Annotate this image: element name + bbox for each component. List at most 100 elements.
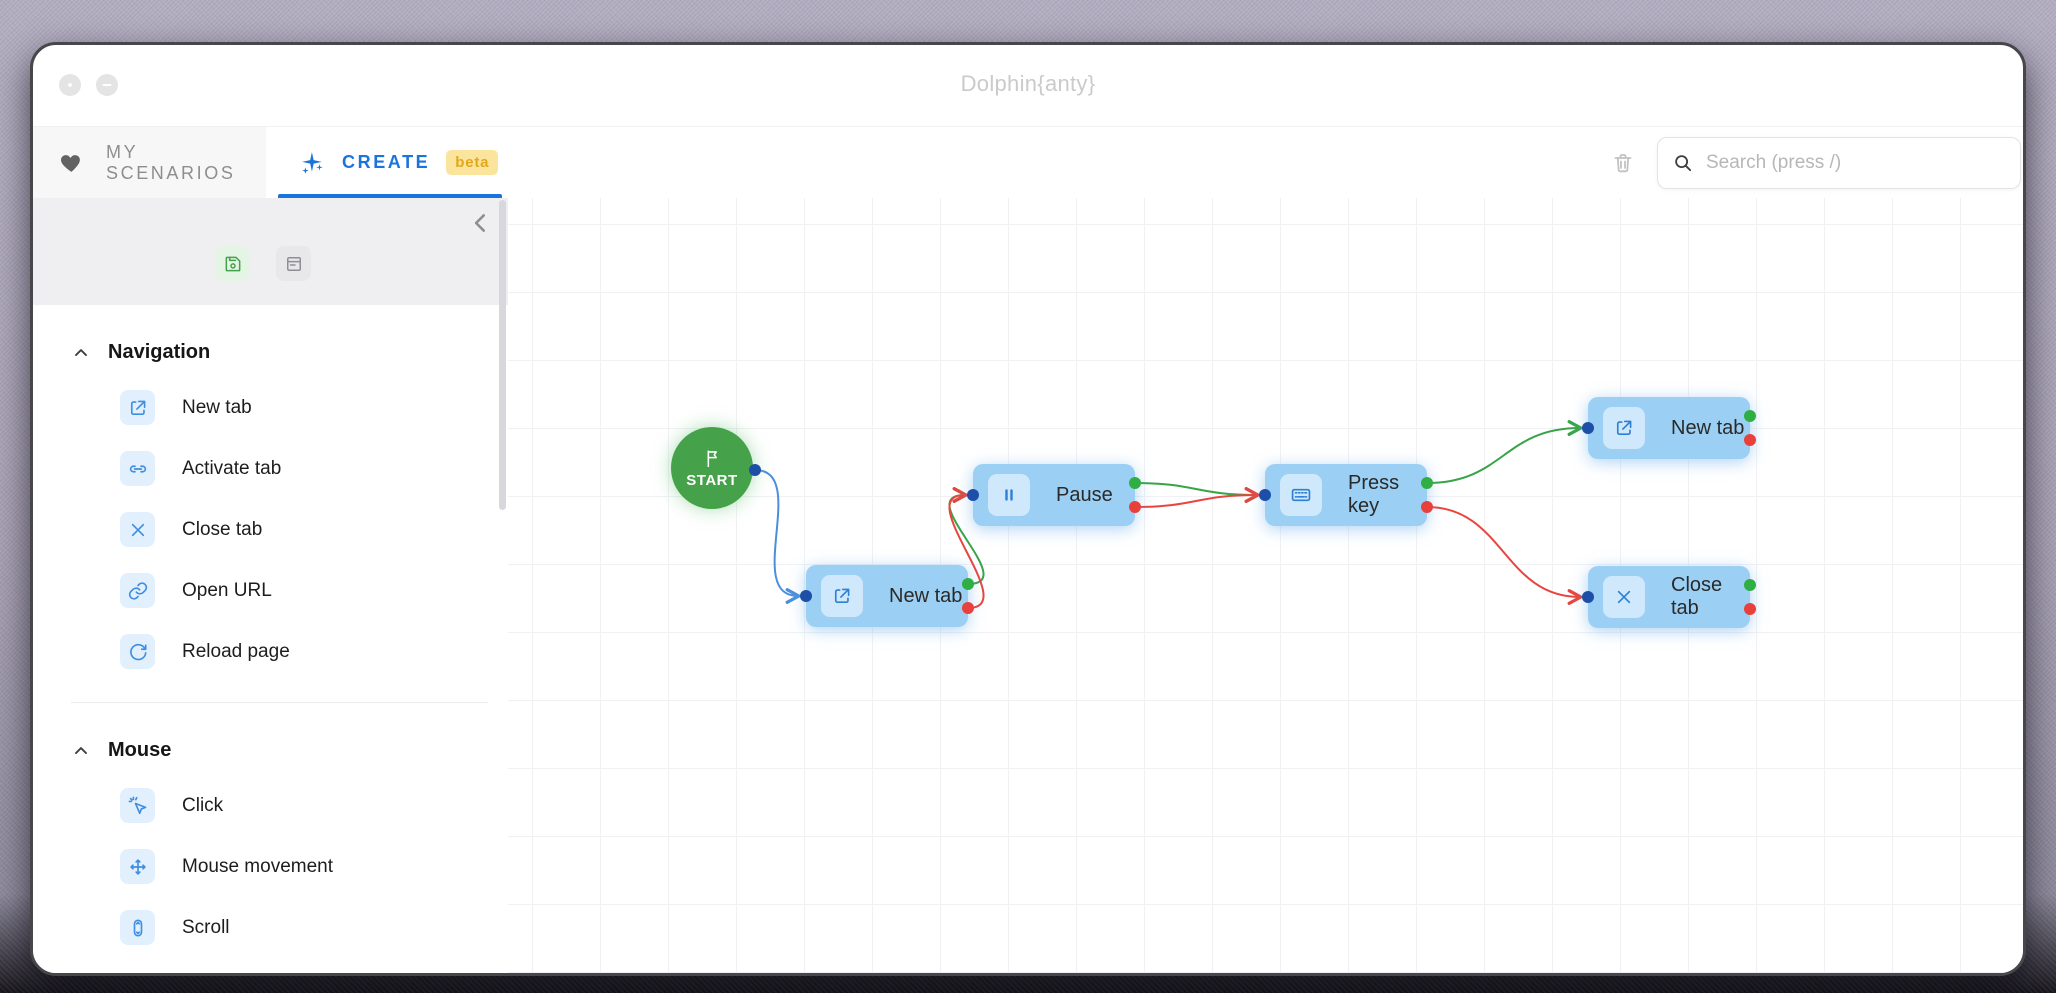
sidebar-sections: Navigation New tab Activate tab Close ta… [33, 305, 508, 958]
search-icon [1672, 152, 1694, 174]
header-row: MY SCENARIOS CREATE beta [33, 127, 2023, 198]
flow-node-new-tab-2[interactable]: New tab [1582, 397, 1756, 459]
search-input[interactable] [1706, 151, 2006, 174]
sidebar-item-scroll[interactable]: Scroll [33, 897, 508, 958]
success-port[interactable] [1744, 579, 1756, 591]
click-icon [120, 788, 155, 823]
sidebar-section: Navigation New tab Activate tab Close ta… [33, 305, 508, 703]
window-controls [59, 74, 118, 96]
flow-edges [754, 420, 1583, 609]
sidebar-item-label: Activate tab [182, 457, 282, 479]
window-close-icon [63, 78, 77, 92]
window-minimize-button[interactable] [96, 74, 118, 96]
tab-create[interactable]: CREATE beta [266, 127, 504, 198]
new-tab-icon [120, 390, 155, 425]
notes-icon [284, 254, 304, 274]
actions-sidebar: Navigation New tab Activate tab Close ta… [33, 198, 508, 973]
new-tab-icon [1603, 407, 1645, 449]
tab-label: CREATE [342, 152, 431, 172]
flow-node-pause[interactable]: Pause [967, 464, 1141, 526]
error-port[interactable] [1129, 501, 1141, 513]
header-actions [1611, 127, 2021, 198]
window-minimize-icon [100, 78, 114, 92]
sidebar-item-label: Reload page [182, 640, 290, 662]
node-label: New tab [1671, 416, 1745, 439]
main-area: Navigation New tab Activate tab Close ta… [33, 198, 2023, 973]
chevron-up-icon [71, 343, 91, 363]
input-port[interactable] [1582, 422, 1594, 434]
flow-node-press-key[interactable]: Press key [1259, 464, 1433, 526]
input-port[interactable] [1582, 591, 1594, 603]
sidebar-section-title: Navigation [108, 341, 211, 363]
save-scenario-button[interactable] [215, 246, 250, 281]
flow-canvas[interactable]: START New tab Pause Press key New tab [508, 198, 2023, 973]
sidebar-section-header[interactable]: Navigation [33, 305, 508, 377]
open-url-icon [120, 573, 155, 608]
beta-badge: beta [446, 150, 499, 175]
keyboard-icon [1280, 474, 1322, 516]
sidebar-item-label: New tab [182, 396, 252, 418]
flag-icon [701, 448, 723, 470]
chevron-up-icon [71, 741, 91, 761]
tab-my-scenarios[interactable]: MY SCENARIOS [33, 127, 266, 198]
sidebar-section-header[interactable]: Mouse [33, 703, 508, 775]
reload-icon [120, 634, 155, 669]
input-port[interactable] [1259, 489, 1271, 501]
active-tab-underline [278, 194, 502, 198]
sidebar-item-label: Mouse movement [182, 855, 334, 877]
app-window: Dolphin{anty} MY SCENARIOS CREATE beta [30, 42, 2026, 976]
scroll-icon [120, 910, 155, 945]
node-label: Press key [1348, 472, 1400, 517]
node-label: START [686, 471, 738, 489]
heart-icon [59, 150, 84, 175]
activate-tab-icon [120, 451, 155, 486]
pause-icon [988, 474, 1030, 516]
save-icon [223, 254, 243, 274]
sidebar-section: Mouse Click Mouse movement Scroll [33, 703, 508, 958]
trash-icon[interactable] [1611, 151, 1635, 175]
notes-button[interactable] [276, 246, 311, 281]
node-label: New tab [889, 584, 963, 607]
input-port[interactable] [967, 489, 979, 501]
flow-node-start[interactable]: START [671, 427, 761, 509]
sidebar-item-label: Open URL [182, 579, 272, 601]
sidebar-item-label: Close tab [182, 518, 263, 540]
sparkles-icon [300, 150, 326, 176]
collapse-sidebar-button[interactable] [468, 210, 494, 236]
flow-node-close-tab[interactable]: Close tab [1582, 566, 1756, 628]
sidebar-section-title: Mouse [108, 739, 172, 761]
sidebar-scrollbar[interactable] [499, 200, 506, 510]
sidebar-item-label: Scroll [182, 916, 230, 938]
sidebar-item-reload-page[interactable]: Reload page [33, 621, 508, 682]
close-icon [120, 512, 155, 547]
input-port[interactable] [800, 590, 812, 602]
window-close-button[interactable] [59, 74, 81, 96]
error-port[interactable] [1421, 501, 1433, 513]
success-port[interactable] [962, 578, 974, 590]
section-divider [71, 702, 488, 703]
sidebar-toolbar [33, 198, 508, 305]
success-port[interactable] [1744, 410, 1756, 422]
success-port[interactable] [1129, 477, 1141, 489]
node-label: Pause [1056, 483, 1113, 506]
success-port[interactable] [1421, 477, 1433, 489]
error-port[interactable] [1744, 434, 1756, 446]
error-port[interactable] [962, 602, 974, 614]
sidebar-item-click[interactable]: Click [33, 775, 508, 836]
chevron-left-icon [468, 210, 494, 236]
mouse-move-icon [120, 849, 155, 884]
node-label: Close tab [1671, 574, 1723, 619]
search-box[interactable] [1657, 136, 2021, 189]
tab-label: MY SCENARIOS [106, 141, 236, 183]
flow-node-new-tab-1[interactable]: New tab [800, 565, 974, 627]
sidebar-item-close-tab[interactable]: Close tab [33, 499, 508, 560]
sidebar-item-open-url[interactable]: Open URL [33, 560, 508, 621]
sidebar-item-mouse-movement[interactable]: Mouse movement [33, 836, 508, 897]
output-port[interactable] [749, 464, 761, 476]
sidebar-item-activate-tab[interactable]: Activate tab [33, 438, 508, 499]
error-port[interactable] [1744, 603, 1756, 615]
sidebar-item-new-tab[interactable]: New tab [33, 377, 508, 438]
new-tab-icon [821, 575, 863, 617]
close-icon [1603, 576, 1645, 618]
app-title: Dolphin{anty} [960, 71, 1096, 96]
